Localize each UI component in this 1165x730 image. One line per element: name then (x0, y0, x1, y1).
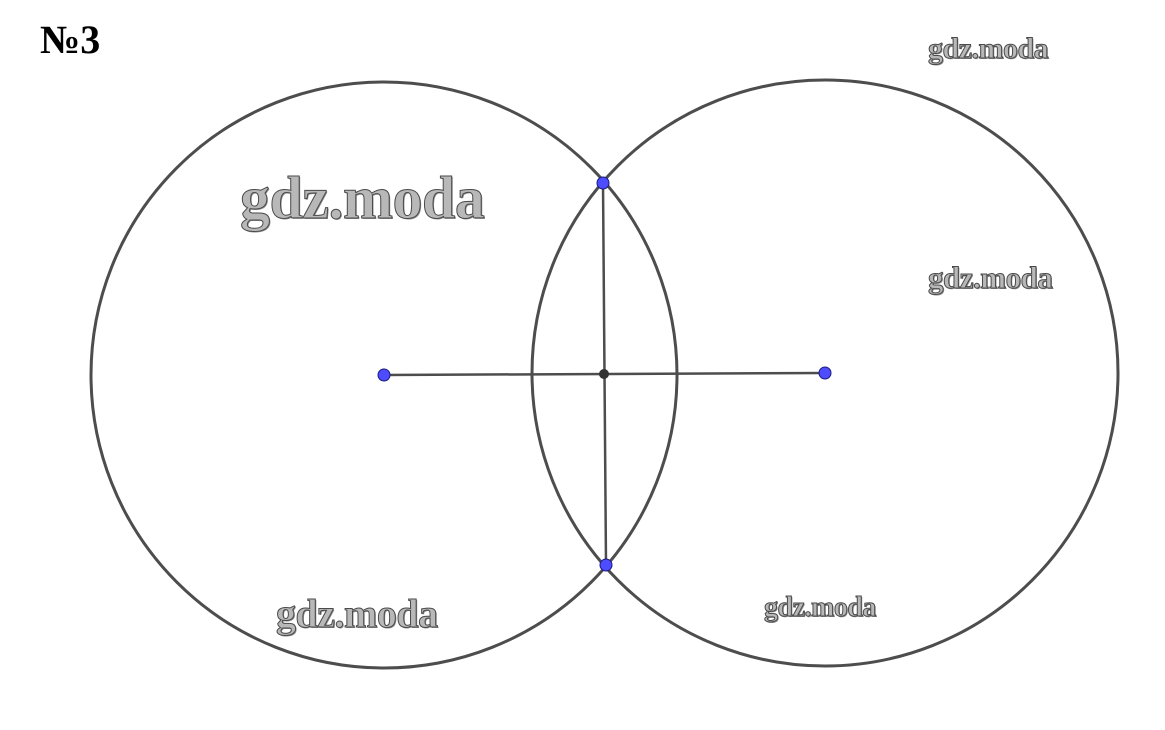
left-center-point (377, 368, 391, 382)
midpoint (599, 369, 609, 379)
problem-number-label: №3 (40, 17, 101, 62)
watermark-bottom-right: gdz.moda (764, 592, 877, 623)
left-circle (89, 80, 679, 670)
watermark-mid-right: gdz.moda (927, 260, 1053, 295)
top-intersection-point (596, 176, 610, 190)
watermark-top-right: gdz.moda (927, 32, 1049, 65)
bottom-intersection-point (599, 558, 613, 572)
watermark-bottom-left: gdz.moda (276, 591, 439, 636)
right-center-point (818, 366, 832, 380)
watermark-large: gdz.moda (239, 165, 485, 231)
right-circle (530, 78, 1120, 668)
